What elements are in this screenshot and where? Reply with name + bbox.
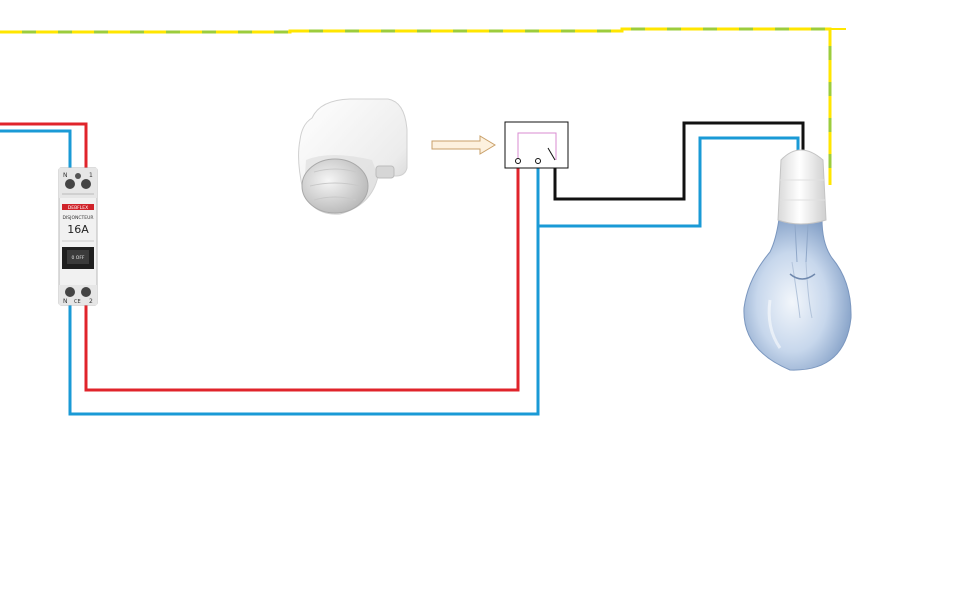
breaker-terminal-bottom-right: 2 — [89, 298, 93, 305]
breaker-toggle[interactable] — [67, 250, 89, 264]
breaker-brand-label — [62, 204, 94, 210]
relay-terminal-icon — [535, 158, 541, 164]
pir-motion-sensor-icon — [298, 98, 408, 215]
light-bulb-icon — [743, 149, 852, 371]
breaker-screw-icon — [81, 179, 91, 189]
breaker-screw-icon — [81, 287, 91, 297]
bulb-socket — [777, 149, 827, 225]
breaker-terminal-top-right: 1 — [89, 172, 93, 179]
neutral-wire — [0, 129, 800, 416]
relay-terminal-icon — [515, 158, 521, 164]
relay-contact-lever — [547, 147, 556, 161]
sensor-lens — [301, 158, 369, 214]
circuit-breaker: N 1 DEBFLEX DISJONCTEUR 16A 0 OFF N CE 2 — [58, 167, 98, 306]
breaker-type: DISJONCTEUR — [62, 215, 93, 221]
breaker-terminal-top-left: N — [63, 172, 68, 179]
switched-live-wire — [553, 121, 805, 201]
earth-wire — [0, 27, 846, 185]
relay-contact-icon — [504, 121, 569, 169]
breaker-toggle-text: 0 OFF — [71, 255, 84, 261]
hollow-right-arrow-icon — [431, 135, 496, 155]
bulb-glass — [743, 218, 852, 371]
breaker-screw-icon — [65, 179, 75, 189]
breaker-screw-icon — [65, 287, 75, 297]
breaker-screw-icon — [75, 173, 81, 179]
breaker-rating: 16A — [67, 223, 89, 236]
breaker-terminal-bottom-left: N — [63, 298, 68, 305]
breaker-ce-mark: CE — [74, 299, 81, 305]
phase-wire — [0, 122, 520, 392]
breaker-brand: DEBFLEX — [68, 205, 88, 211]
